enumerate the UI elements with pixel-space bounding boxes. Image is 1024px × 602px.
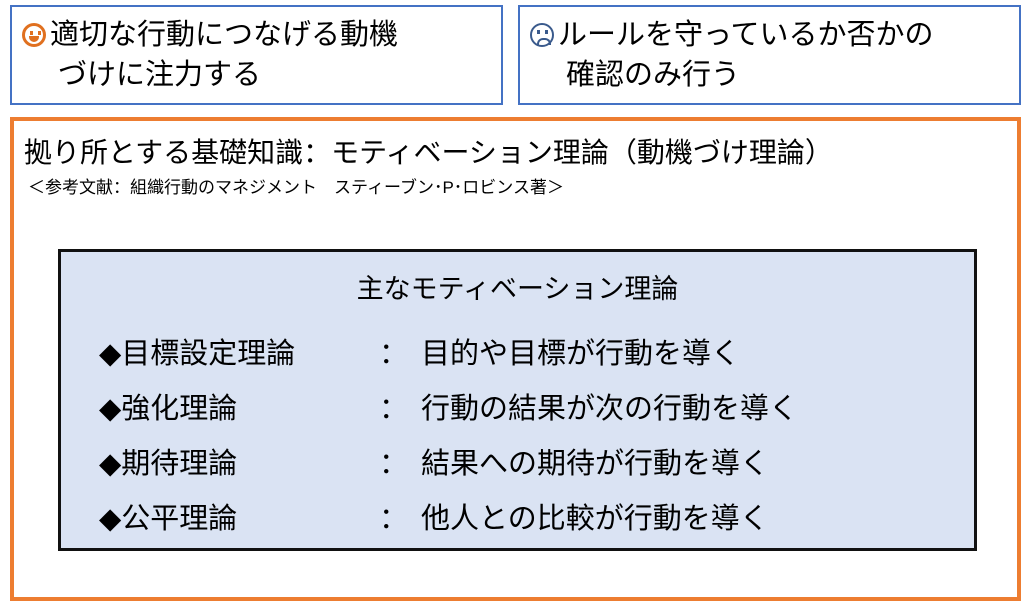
theory-desc: 結果への期待が行動を導く bbox=[421, 448, 770, 480]
good-line1: 適切な行動につなげる動機 bbox=[50, 19, 399, 51]
foundation-title: 拠り所とする基礎知識：モティベーション理論（動機づけ理論） bbox=[24, 137, 833, 168]
theory-name: ◆目標設定理論 bbox=[99, 338, 296, 370]
smiley-face-icon bbox=[22, 23, 46, 47]
theory-name: ◆期待理論 bbox=[99, 448, 238, 480]
theory-name: ◆公平理論 bbox=[99, 503, 238, 535]
reference-text: ＜参考文献：組織行動のマネジメント スティーブン･P･ロビンス著＞ bbox=[28, 178, 564, 197]
bad-approach-box: ルールを守っているか否かの 確認のみ行う bbox=[518, 5, 1021, 105]
theory-name: ◆強化理論 bbox=[99, 393, 238, 425]
sad-face-icon bbox=[530, 23, 554, 47]
colon: ： bbox=[379, 393, 409, 425]
good-line2: づけに注力する bbox=[58, 59, 262, 91]
colon: ： bbox=[379, 503, 409, 535]
theory-desc: 目的や目標が行動を導く bbox=[421, 338, 741, 370]
theories-title: 主なモティベーション理論 bbox=[356, 274, 679, 304]
colon: ： bbox=[379, 338, 409, 370]
bad-line2: 確認のみ行う bbox=[566, 59, 741, 91]
theories-panel: 主なモティベーション理論 ◆目標設定理論 ： 目的や目標が行動を導く ◆強化理論 ： 行… bbox=[58, 249, 977, 551]
bad-line1: ルールを守っているか否かの bbox=[558, 19, 934, 51]
theory-desc: 他人との比較が行動を導く bbox=[421, 503, 769, 535]
theory-desc: 行動の結果が次の行動を導く bbox=[421, 393, 799, 425]
good-approach-box: 適切な行動につなげる動機 づけに注力する bbox=[10, 5, 503, 105]
colon: ： bbox=[379, 448, 409, 480]
foundation-box: 拠り所とする基礎知識：モティベーション理論（動機づけ理論） ＜参考文献：組織行動… bbox=[10, 117, 1021, 601]
